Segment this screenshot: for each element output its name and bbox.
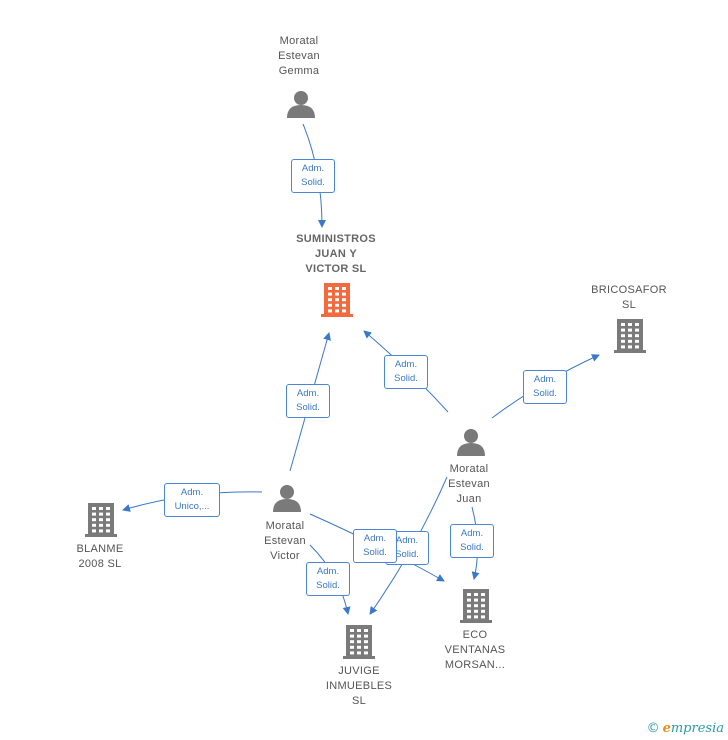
juan-person-icon[interactable] <box>457 429 485 456</box>
blanme-building-icon[interactable] <box>85 503 117 537</box>
node-label-juvige: JUVIGE INMUEBLES SL <box>325 665 393 707</box>
node-label-juan: Moratal Estevan Juan <box>448 463 490 505</box>
empresia-logo: ©empresia <box>647 721 724 736</box>
node-label-eco: ECO VENTANAS MORSAN... <box>444 629 506 671</box>
brand-initial: e <box>662 721 671 736</box>
node-label-bricosafor: BRICOSAFOR SL <box>591 284 667 311</box>
edge-label-victor-eco[interactable]: Adm. Solid. <box>353 529 397 563</box>
copyright-symbol: © <box>646 721 660 736</box>
gemma-person-icon[interactable] <box>287 91 315 118</box>
edge-label-juan-bricosafor[interactable]: Adm. Solid. <box>523 370 567 404</box>
suministros-building-icon[interactable] <box>321 283 353 317</box>
edge-label-victor-suministros[interactable]: Adm. Solid. <box>286 384 330 418</box>
bricosafor-building-icon[interactable] <box>614 319 646 353</box>
edge-label-juan-suministros[interactable]: Adm. Solid. <box>384 355 428 389</box>
node-label-gemma: Moratal Estevan Gemma <box>278 35 320 77</box>
brand-name: mpresia <box>670 721 724 736</box>
victor-person-icon[interactable] <box>273 485 301 512</box>
node-label-blanme: BLANME 2008 SL <box>76 543 124 570</box>
node-label-suministros: SUMINISTROS JUAN Y VICTOR SL <box>296 233 376 275</box>
edge-label-victor-blanme[interactable]: Adm. Unico,... <box>164 483 220 517</box>
edge-label-gemma-suministros[interactable]: Adm. Solid. <box>291 159 335 193</box>
eco-building-icon[interactable] <box>460 589 492 623</box>
juvige-building-icon[interactable] <box>343 625 375 659</box>
node-label-victor: Moratal Estevan Victor <box>264 520 306 562</box>
edge-label-juan-eco[interactable]: Adm. Solid. <box>450 524 494 558</box>
edge-label-victor-juvige[interactable]: Adm. Solid. <box>306 562 350 596</box>
